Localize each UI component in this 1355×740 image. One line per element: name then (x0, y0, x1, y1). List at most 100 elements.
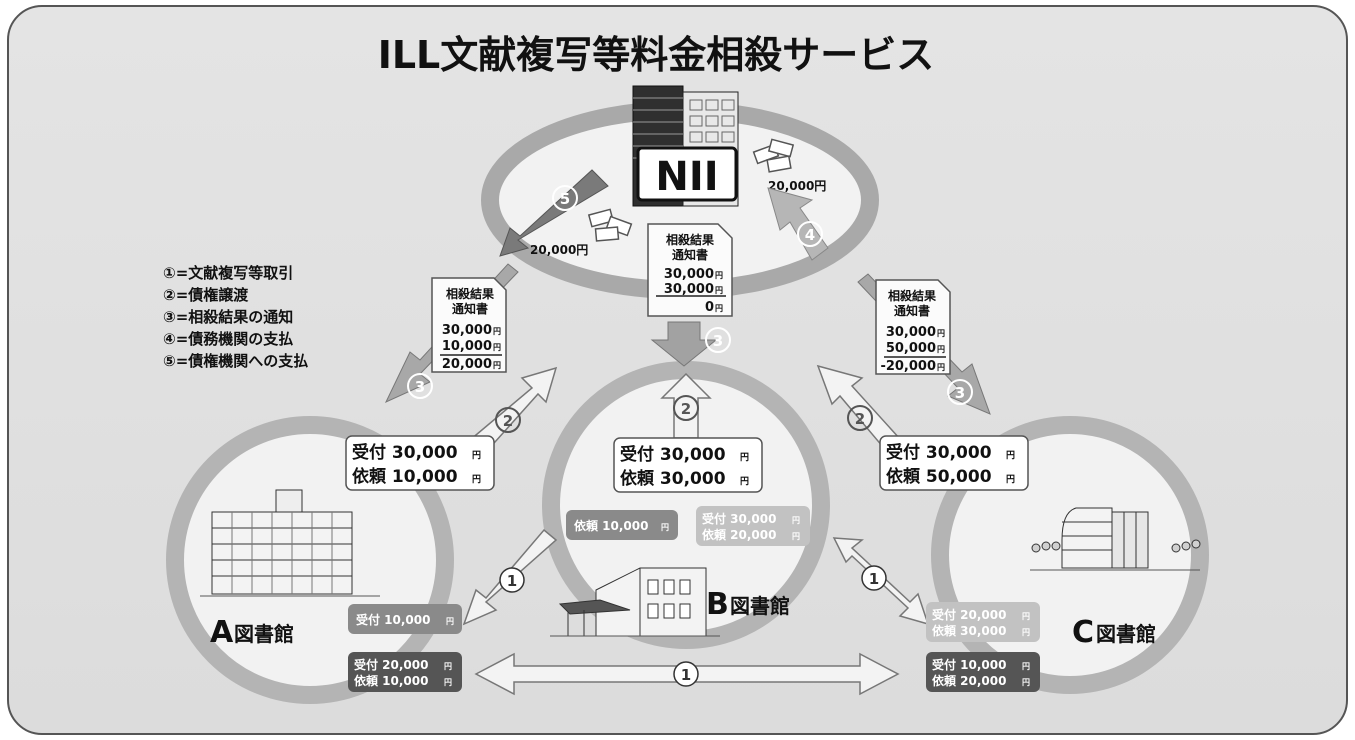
library-b-summary-unit2: 円 (740, 476, 749, 487)
step5-badge (552, 185, 578, 211)
step3-number-center: 3 (713, 332, 723, 350)
library-a-tag-both-l1: 受付 20,000 (354, 657, 429, 672)
library-b-tag-request-text: 依頼 10,000 (574, 518, 649, 533)
library-b-tag-both-unit1: 円 (792, 516, 800, 525)
notice-right-unit1: 円 (937, 329, 945, 338)
library-c-tag-both1-l1: 受付 20,000 (932, 607, 1007, 622)
library-b-summary (613, 437, 763, 493)
library-c-summary-request: 依頼 50,000 (886, 466, 992, 487)
notice-left-unit1: 円 (493, 327, 501, 336)
notice-center-unit2: 円 (715, 286, 723, 295)
library-a-tag-accept-unit: 円 (446, 617, 454, 626)
library-a-summary-accept: 受付 30,000 (352, 442, 458, 463)
library-b-letter: B (706, 587, 729, 622)
library-a-name: 図書館 (234, 622, 294, 646)
step4-number: 4 (805, 226, 815, 244)
library-c-tag-both1 (926, 602, 1040, 642)
notice-center-unit1: 円 (715, 271, 723, 280)
legend-item-2: ②=債権譲渡 (163, 286, 249, 304)
notice-left-title2: 通知書 (452, 301, 488, 316)
money-icon (752, 138, 795, 173)
step2-number-left: 2 (503, 412, 513, 430)
arrow-step2-center (660, 372, 712, 439)
step1-badge-bottom (673, 661, 699, 687)
step3-badge-right (947, 379, 973, 405)
library-a-summary (345, 435, 495, 491)
step1-number-left: 1 (507, 572, 517, 590)
notice-left-unit3: 円 (493, 361, 501, 370)
notice-center-line2: 30,000 (664, 282, 714, 297)
library-c-building-icon (1030, 507, 1201, 571)
notice-center-line1: 30,000 (664, 267, 714, 282)
library-a-tag-both-unit1: 円 (444, 662, 452, 671)
library-a-letter: A (210, 615, 234, 650)
notice-center-title1: 相殺結果 (666, 232, 714, 247)
library-a-building-icon (200, 489, 380, 597)
step2-badge-left (495, 407, 521, 433)
notice-document-right (875, 279, 951, 375)
library-b-building-icon (550, 567, 720, 637)
notice-center-unit3: 円 (715, 304, 723, 313)
step3-number-right: 3 (955, 384, 965, 402)
step3-badge-center (705, 327, 731, 353)
library-b-summary-unit1: 円 (740, 452, 749, 463)
library-c-tag-both2 (926, 652, 1040, 692)
step2-number-center: 2 (681, 400, 691, 418)
library-a-summary-request: 依頼 10,000 (352, 466, 458, 487)
step1-badge-right (861, 565, 887, 591)
step3-badge-left (407, 373, 433, 399)
money-icon (587, 208, 633, 242)
step1-number-right: 1 (869, 570, 879, 588)
library-b-tag-both-unit2: 円 (792, 532, 800, 541)
arrow-step5 (499, 169, 609, 257)
step1-badge-left (499, 567, 525, 593)
notice-right-line2: 50,000 (886, 341, 936, 356)
step4-badge (797, 221, 823, 247)
step5-number: 5 (560, 190, 570, 208)
library-b-tag-both (696, 506, 810, 546)
notice-document-center (647, 223, 733, 317)
library-c-summary-unit1: 円 (1006, 450, 1015, 461)
notice-right-title1: 相殺結果 (888, 288, 936, 303)
legend-item-3: ③=相殺結果の通知 (163, 308, 293, 326)
library-c-tag-both2-l1: 受付 10,000 (932, 657, 1007, 672)
library-c-tag-both2-unit1: 円 (1022, 662, 1030, 671)
notice-right-line1: 30,000 (886, 325, 936, 340)
notice-right-result: -20,000 (880, 359, 936, 374)
library-a-tag-both-l2: 依頼 10,000 (354, 673, 429, 688)
library-c-tag-both1-unit1: 円 (1022, 612, 1030, 621)
library-b-tag-request-unit: 円 (661, 523, 669, 532)
nii-label: NII (655, 154, 718, 200)
diagram-title: ILL文献複写等料金相殺サービス (378, 33, 935, 77)
arrow-step3-center (650, 321, 718, 367)
nii-amount-in: 20,000円 (768, 179, 826, 193)
library-c-tag-both2-l2: 依頼 20,000 (932, 673, 1007, 688)
library-a-summary-unit2: 円 (472, 474, 481, 485)
step1-number-bottom: 1 (681, 666, 691, 684)
library-a-tag-accept (348, 604, 462, 634)
library-b-tag-both-l1: 受付 30,000 (702, 511, 777, 526)
legend-item-1: ①=文献複写等取引 (163, 264, 293, 282)
library-b-summary-request: 依頼 30,000 (620, 468, 726, 489)
library-c-summary-accept: 受付 30,000 (886, 442, 992, 463)
library-b-tag-both-l2: 依頼 20,000 (702, 527, 777, 542)
library-a-tag-both-unit2: 円 (444, 678, 452, 687)
legend-item-5: ⑤=債権機関への支払 (163, 352, 308, 370)
step3-number-left: 3 (415, 378, 425, 396)
step2-badge-center (673, 395, 699, 421)
library-c-name: 図書館 (1096, 622, 1156, 646)
legend-item-4: ④=債務機関の支払 (163, 330, 293, 348)
notice-left-line1: 30,000 (442, 323, 492, 338)
library-c-summary (879, 435, 1029, 491)
library-b-tag-request (566, 510, 678, 540)
nii-building-icon (632, 85, 739, 207)
library-c-summary-unit2: 円 (1006, 474, 1015, 485)
library-c-tag-both2-unit2: 円 (1022, 678, 1030, 687)
step2-number-right: 2 (855, 410, 865, 428)
library-b-summary-accept: 受付 30,000 (620, 444, 726, 465)
notice-left-result: 20,000 (442, 357, 492, 372)
notice-left-unit2: 円 (493, 343, 501, 352)
notice-left-line2: 10,000 (442, 339, 492, 354)
